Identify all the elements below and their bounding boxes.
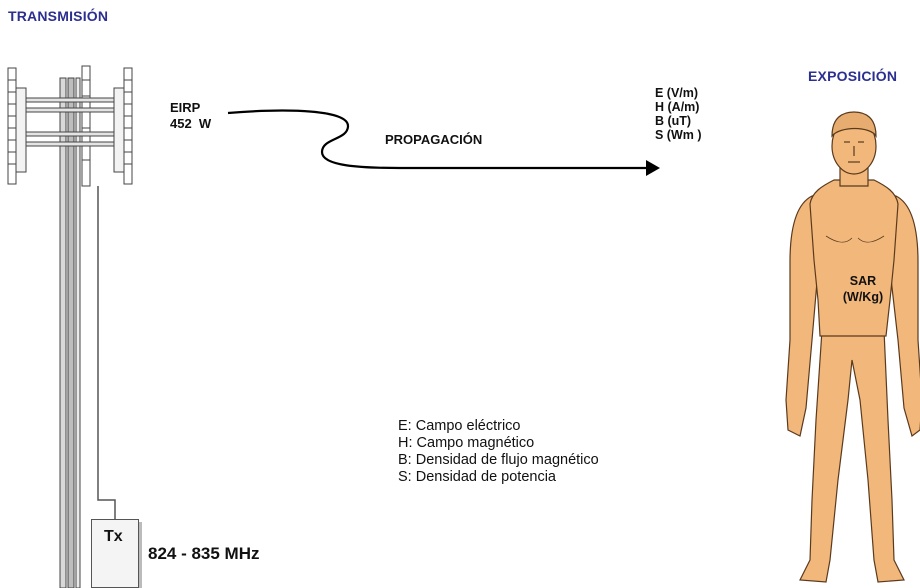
antenna-tower	[7, 65, 133, 588]
transmitter-box	[91, 519, 139, 588]
frequency-label: 824 - 835 MHz	[148, 544, 260, 563]
human-body-figure	[785, 111, 920, 583]
propagation-arrow	[227, 109, 660, 176]
legend-item-b: B: Densidad de flujo magnético	[398, 452, 599, 468]
eirp-label: EIRP 452 W	[170, 100, 211, 132]
quantity-s: S (Wm )	[655, 128, 702, 142]
legend-item-s: S: Densidad de potencia	[398, 469, 556, 485]
eirp-title: EIRP	[170, 100, 201, 115]
exposure-title: EXPOSICIÓN	[808, 68, 898, 84]
sar-title: SAR	[849, 274, 877, 288]
field-quantities-list: E (V/m) H (A/m) B (uT) S (Wm )	[655, 86, 702, 142]
legend-item-e: E: Campo eléctrico	[398, 418, 521, 434]
quantity-e: E (V/m)	[655, 86, 699, 100]
sar-label: SAR (W/Kg)	[836, 273, 890, 305]
eirp-value: 452 W	[170, 116, 212, 131]
propagation-label: PROPAGACIÓN	[385, 132, 483, 147]
legend-item-h: H: Campo magnético	[398, 435, 535, 451]
quantity-h: H (A/m)	[655, 100, 700, 114]
sar-unit: (W/Kg)	[842, 290, 884, 304]
transmitter-label: Tx	[104, 528, 123, 545]
quantity-b: B (uT)	[655, 114, 692, 128]
legend: E: Campo eléctrico H: Campo magnético B:…	[398, 418, 599, 486]
transmission-title: TRANSMISIÓN	[8, 8, 109, 24]
